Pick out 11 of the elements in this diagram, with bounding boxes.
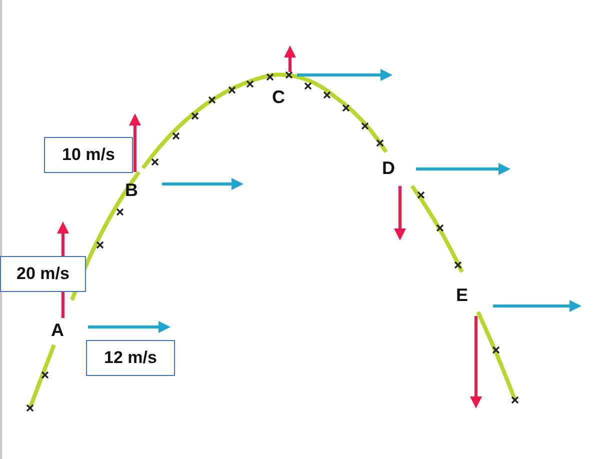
point-label: C (272, 87, 285, 108)
speed-value: 20 m/s (16, 264, 70, 284)
point-label: E (456, 285, 468, 306)
speed-value: 10 m/s (62, 145, 115, 165)
value-box (86, 340, 175, 376)
speed-value: 12 m/s (104, 348, 157, 368)
value-box (0, 256, 86, 292)
value-box (44, 137, 133, 173)
point-label: A (51, 320, 64, 341)
point-label: D (382, 158, 395, 179)
point-label: B (125, 180, 138, 201)
